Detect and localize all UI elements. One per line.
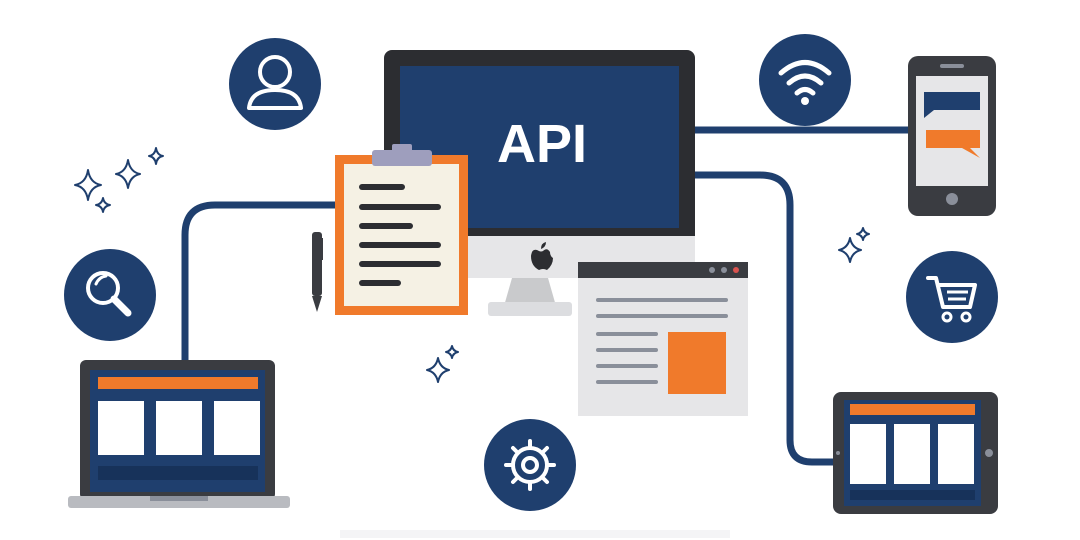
- api-label: API: [497, 114, 587, 174]
- wifi-icon: [759, 34, 851, 126]
- sparkle-icon: [74, 147, 870, 383]
- browser-image-block: [668, 332, 726, 394]
- connector-lines: [181, 126, 912, 466]
- apple-logo-icon: [531, 242, 553, 270]
- line-monitor-to-tablet: [691, 171, 839, 466]
- laptop: [68, 360, 290, 508]
- ground-shadow: [340, 530, 730, 538]
- clipboard-text-lines: [359, 184, 441, 286]
- pen-icon: [312, 232, 323, 312]
- gear-icon: [484, 419, 576, 511]
- smartphone: [908, 56, 996, 216]
- tablet: [833, 392, 998, 514]
- browser-window: [578, 262, 748, 416]
- user-icon: [229, 38, 321, 130]
- browser-text-lines: [596, 298, 728, 384]
- search-icon: [64, 249, 156, 341]
- shopping-cart-icon: [906, 251, 998, 343]
- chat-bubble-icon: [924, 92, 980, 158]
- line-clipboard-to-laptop: [181, 201, 344, 366]
- clipboard: [335, 144, 468, 315]
